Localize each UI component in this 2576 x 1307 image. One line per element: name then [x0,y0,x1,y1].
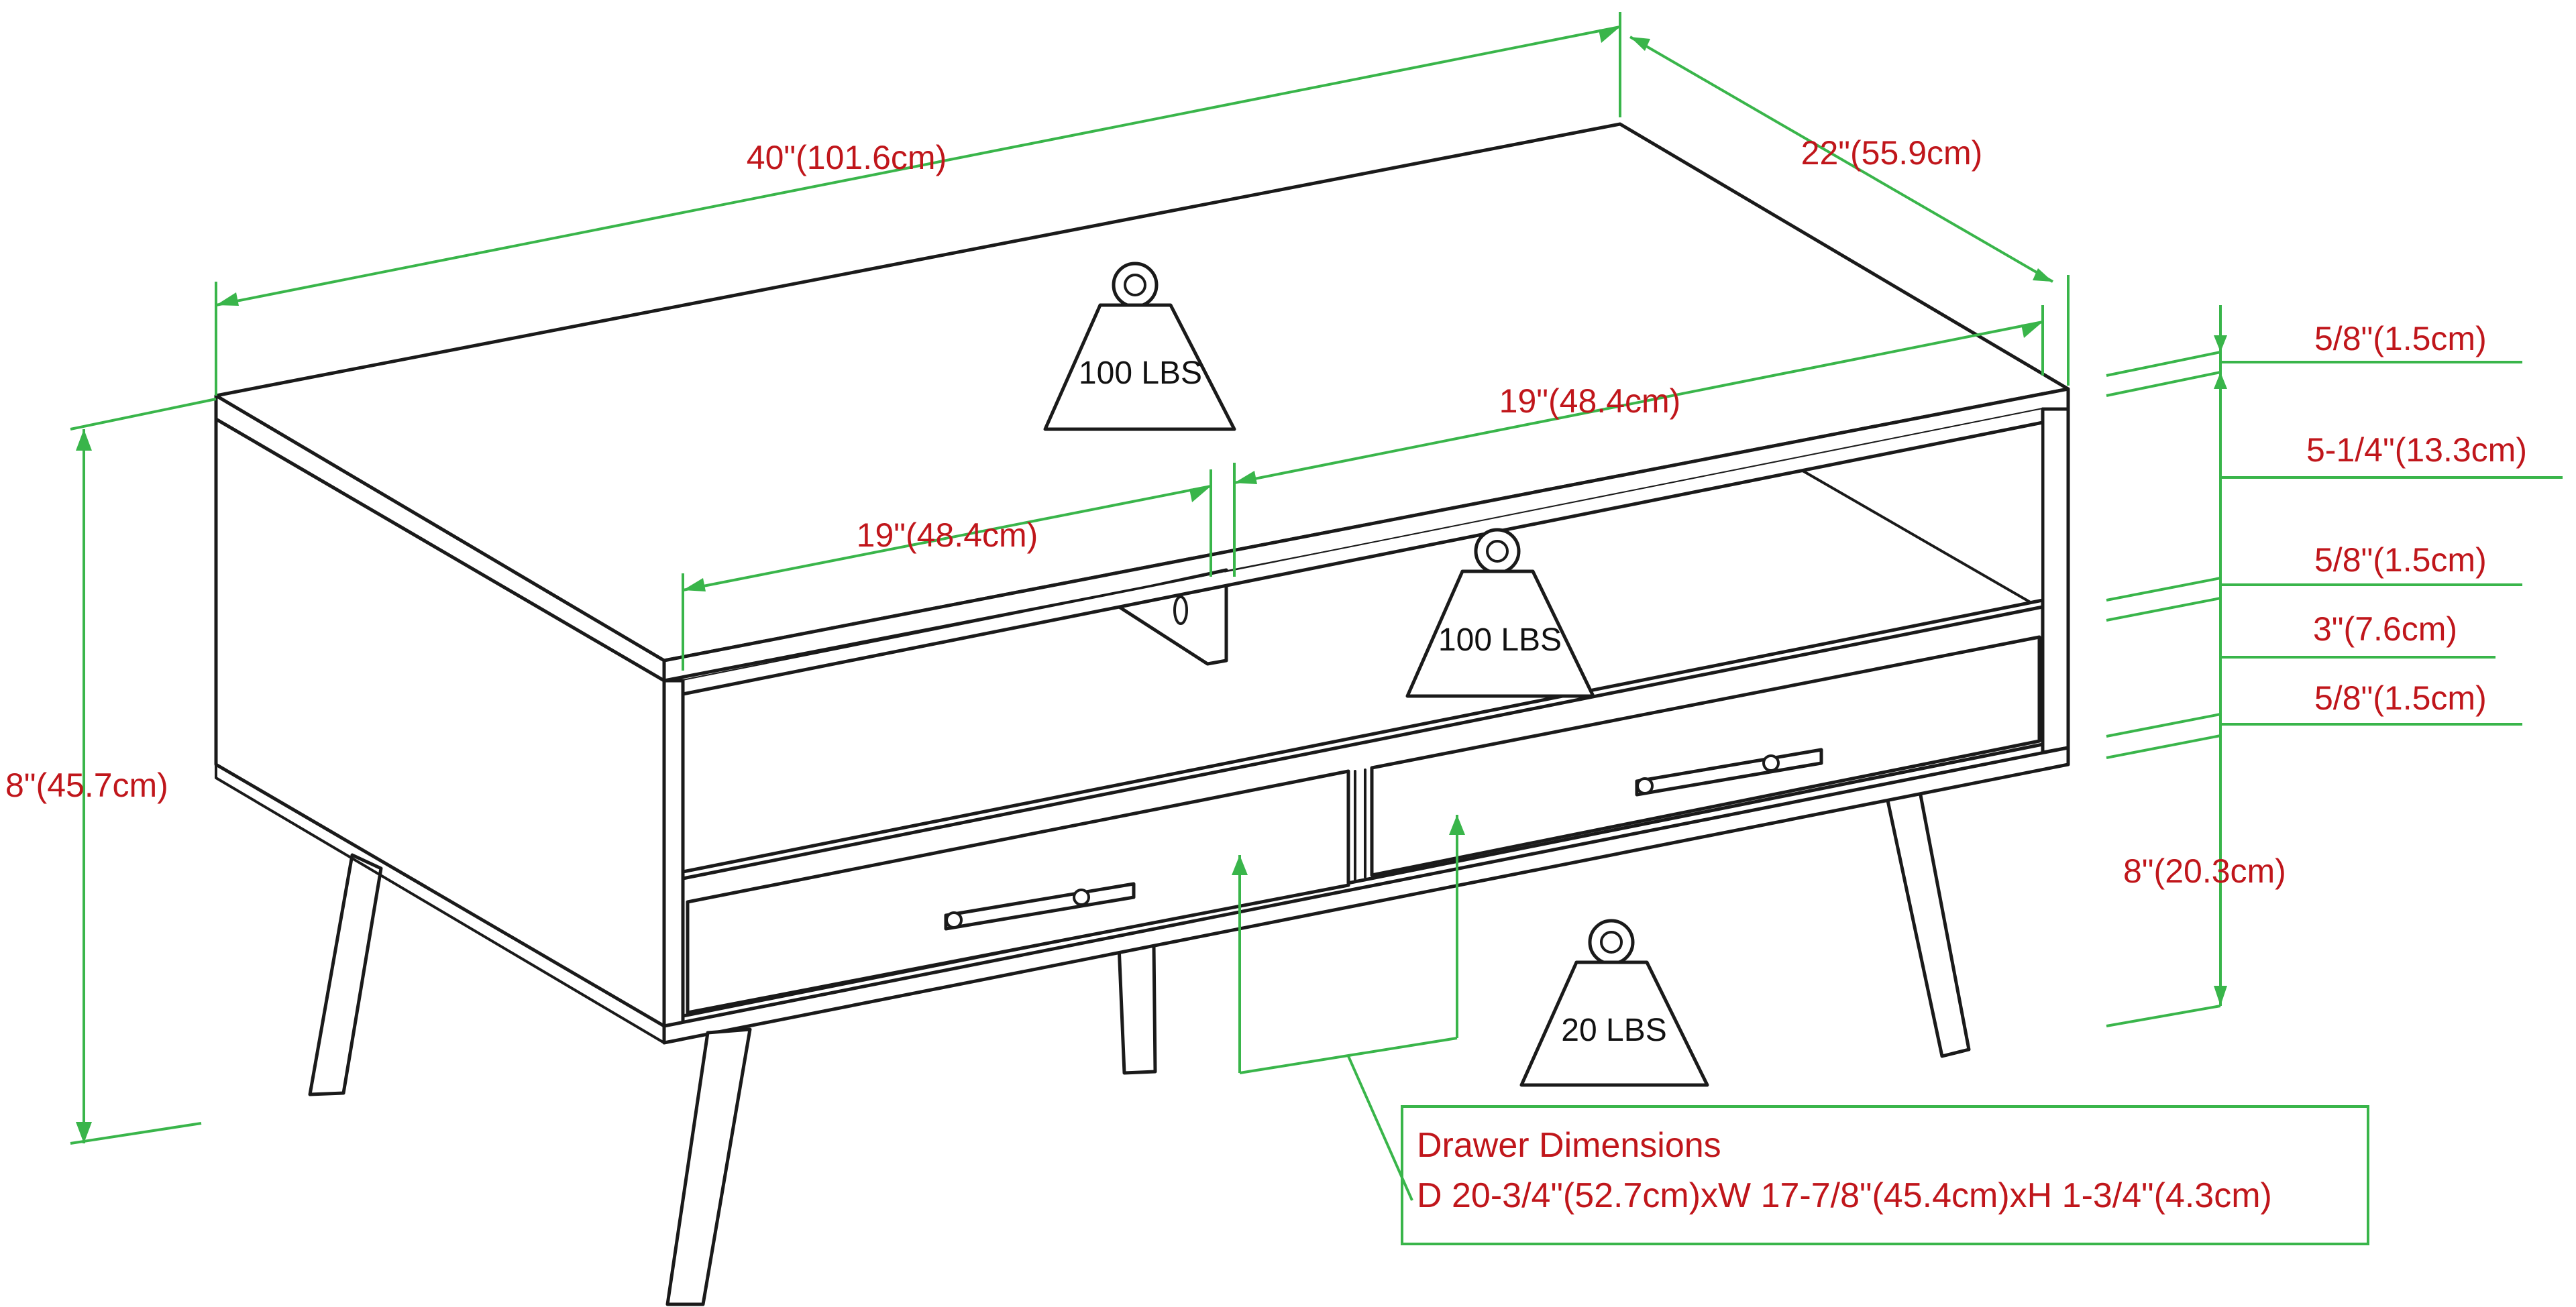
weight-icon-shelf: 100 LBS [1405,528,1595,698]
leg-back-middle [1117,944,1157,1075]
label-shelf-width-left: 19"(48.4cm) [857,516,1038,554]
drawer-right [1370,635,2041,877]
leg-back-left [308,853,383,1096]
drawer-left [686,769,1350,1015]
handle-right-knob-a [1636,777,1654,795]
label-leg-height: 8"(20.3cm) [2123,852,2286,890]
weight-icon-drawer: 20 LBS [1519,919,1709,1087]
weight-icon-top: 100 LBS [1043,262,1236,431]
label-drawer-height: 3"(7.6cm) [2313,610,2457,648]
drawer-note-title: Drawer Dimensions [1417,1126,1721,1165]
leg-back-right [1883,783,1971,1058]
drawer-note-text: D 20-3/4"(52.7cm)xW 17-7/8"(45.4cm)xH 1-… [1417,1176,2272,1215]
leg-front-left [665,1027,752,1306]
label-height: 8"(45.7cm) [5,766,168,804]
weight-label-drawer: 20 LBS [1561,1013,1666,1048]
label-width: 40"(101.6cm) [747,139,947,176]
right-end-panel [2041,407,2070,754]
handle-left-knob-b [1073,889,1090,906]
drawer-dimensions-note: Drawer Dimensions D 20-3/4"(52.7cm)xW 17… [1417,1126,2272,1215]
label-shelf-width-right: 19"(48.4cm) [1499,382,1681,420]
left-front-stile [662,679,685,1028]
handle-right-knob-b [1762,754,1780,772]
label-bottom-thickness: 5/8"(1.5cm) [2314,679,2487,717]
weight-label-top: 100 LBS [1079,355,1202,391]
dimension-labels: 40"(101.6cm) 22"(55.9cm) 8"(45.7cm) 19"(… [5,134,2527,890]
label-depth: 22"(55.9cm) [1801,134,1983,172]
handle-left-knob-a [945,911,963,929]
dimension-lines [70,12,2563,1245]
label-shelf-opening: 5-1/4"(13.3cm) [2306,431,2527,469]
drawer-divider [1354,769,1366,881]
shelf-pin-hole-center [1173,595,1188,625]
bottom-rail [662,746,2070,1045]
weight-label-shelf: 100 LBS [1438,622,1562,658]
label-shelf-thickness: 5/8"(1.5cm) [2314,541,2487,579]
label-top-thickness: 5/8"(1.5cm) [2314,320,2487,357]
table-outline [214,122,2070,1306]
